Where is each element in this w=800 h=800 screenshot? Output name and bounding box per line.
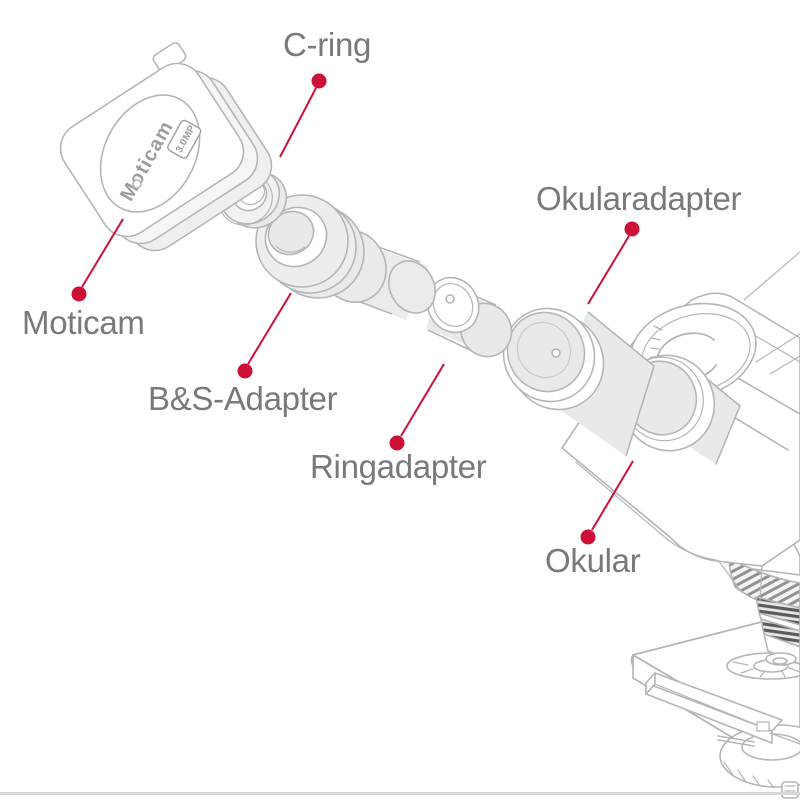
- label-ringadapter: Ringadapter: [310, 448, 487, 485]
- leader-ringadapter: [389, 363, 445, 451]
- leader-bs-adapter: [237, 292, 292, 379]
- camera-face-oval: Moticam 3.0 MP: [99, 94, 202, 213]
- label-bs-adapter: B&S-Adapter: [148, 380, 338, 417]
- objective: [755, 596, 800, 666]
- ringadapter-illustration: [426, 276, 513, 358]
- label-okular: Okular: [545, 542, 641, 579]
- label-moticam: Moticam: [22, 304, 145, 341]
- slide-rail: [645, 672, 800, 745]
- label-okularadapter: Okularadapter: [536, 180, 742, 217]
- leader-moticam: [71, 218, 124, 302]
- bottom-divider: [0, 792, 800, 795]
- camera-illustration: Moticam 3.0 MP: [59, 42, 273, 252]
- camera-led: [132, 179, 142, 189]
- leader-okular: [580, 460, 634, 545]
- leader-lines: [71, 73, 640, 545]
- bs-adapter-illustration: [255, 194, 436, 320]
- okular-illustration: [502, 307, 655, 457]
- label-c-ring: C-ring: [283, 26, 372, 63]
- camera-mp-badge: 3.0 MP: [167, 119, 202, 159]
- condenser: [717, 724, 800, 799]
- leader-okularadapter: [587, 221, 640, 305]
- microscope-illustration: [561, 251, 800, 799]
- leader-c-ring: [279, 73, 327, 158]
